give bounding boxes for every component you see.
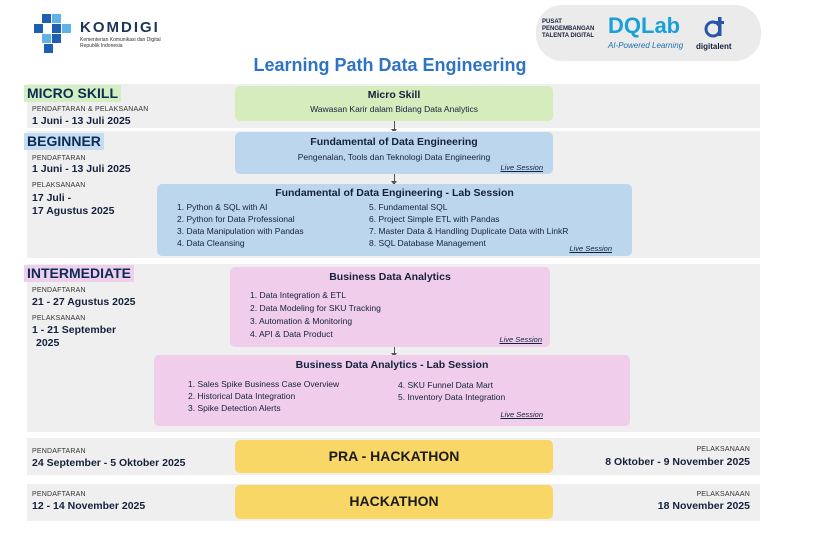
intermediate-exec-date-1: 1 - 21 September: [32, 324, 117, 336]
live-session-tag: Live Session: [500, 410, 543, 419]
flow-arrow: [391, 347, 397, 357]
live-session-tag: Live Session: [499, 335, 542, 344]
micro-reg-date: 1 Juni - 13 Juli 2025: [32, 115, 131, 127]
lab-item: 3. Data Manipulation with Pandas: [177, 226, 304, 236]
live-session-tag: Live Session: [500, 163, 543, 172]
business-lab-title: Business Data Analytics - Lab Session: [295, 359, 489, 371]
intermediate-exec-label: PELAKSANAAN: [32, 315, 86, 322]
brand-sub: Kementerian Komunikasi dan Digital Repub…: [80, 37, 161, 49]
hackathon-exec-date: 18 November 2025: [657, 500, 750, 512]
page-title: Learning Path Data Engineering: [253, 55, 527, 75]
module-item: 2. Data Modeling for SKU Tracking: [250, 303, 381, 313]
intermediate-reg-date: 21 - 27 Agustus 2025: [32, 296, 136, 308]
lab-item: 8. SQL Database Management: [369, 238, 486, 248]
lab-item: 2. Historical Data Integration: [188, 391, 296, 401]
brand-name: KOMDIGI: [80, 19, 160, 36]
intermediate-level-label: INTERMEDIATE: [24, 265, 134, 282]
pra-exec-date: 8 Oktober - 9 November 2025: [605, 456, 750, 468]
hackathon-title: HACKATHON: [349, 493, 439, 509]
micro-level-label: MICRO SKILL: [24, 85, 121, 102]
partner-logos: PUSAT PENGEMBANGAN TALENTA DIGITAL DQLab…: [536, 5, 761, 61]
micro-skill-box: Micro Skill Wawasan Karir dalam Bidang D…: [235, 86, 553, 121]
pra-reg-date: 24 September - 5 Oktober 2025: [32, 457, 186, 469]
pra-hackathon-title: PRA - HACKATHON: [328, 448, 460, 464]
beginner-reg-date: 1 Juni - 13 Juli 2025: [32, 163, 131, 175]
beginner-reg-label: PENDAFTARAN: [32, 155, 86, 162]
lab-item: 2. Python for Data Professional: [177, 214, 295, 224]
fundamental-sub: Pengenalan, Tools dan Teknologi Data Eng…: [297, 152, 491, 162]
komdigi-logo-icon: [34, 14, 71, 53]
digitalent-logo: digitalent: [696, 42, 732, 51]
business-analytics-box: Business Data Analytics 1. Data Integrat…: [230, 267, 550, 347]
flow-arrow: [391, 121, 397, 133]
digitalent-logo-icon: [704, 17, 724, 38]
module-item: 3. Automation & Monitoring: [250, 316, 353, 326]
lab-item: 5. Inventory Data Integration: [398, 392, 506, 402]
fundamental-title: Fundamental of Data Engineering: [310, 136, 478, 148]
micro-reg-label: PENDAFTARAN & PELAKSANAAN: [32, 106, 149, 113]
lab-item: 3. Spike Detection Alerts: [188, 403, 281, 413]
beginner-exec-label: PELAKSANAAN: [32, 182, 86, 189]
micro-skill-title: Micro Skill: [367, 89, 421, 101]
lab-item: 5. Fundamental SQL: [369, 202, 448, 212]
live-session-tag: Live Session: [569, 244, 612, 253]
intermediate-exec-date-2: 2025: [36, 337, 60, 349]
micro-skill-sub: Wawasan Karir dalam Bidang Data Analytic…: [310, 104, 478, 114]
lab-item: 1. Python & SQL with AI: [177, 202, 268, 212]
module-item: 4. API & Data Product: [250, 329, 333, 339]
lab-item: 7. Master Data & Handling Duplicate Data…: [369, 226, 569, 236]
beginner-level-label: BEGINNER: [24, 133, 104, 150]
lab-item: 6. Project Simple ETL with Pandas: [369, 214, 500, 224]
lab-item: 4. SKU Funnel Data Mart: [398, 380, 493, 390]
hackathon-box: HACKATHON: [235, 485, 553, 519]
business-analytics-title: Business Data Analytics: [329, 271, 451, 283]
hackathon-exec-label: PELAKSANAAN: [696, 491, 750, 498]
beginner-exec-date-1: 17 Juli -: [32, 192, 72, 204]
hackathon-reg-label: PENDAFTARAN: [32, 491, 86, 498]
business-lab-box: Business Data Analytics - Lab Session 1.…: [154, 355, 630, 426]
fundamental-lab-title: Fundamental of Data Engineering - Lab Se…: [275, 187, 514, 199]
module-item: 1. Data Integration & ETL: [250, 290, 346, 300]
dqlab-logo: DQLab: [608, 13, 681, 38]
fundamental-lab-box: Fundamental of Data Engineering - Lab Se…: [157, 184, 632, 256]
intermediate-reg-label: PENDAFTARAN: [32, 287, 86, 294]
fundamental-box: Fundamental of Data Engineering Pengenal…: [235, 132, 553, 174]
lab-item: 1. Sales Spike Business Case Overview: [188, 379, 340, 389]
pra-exec-label: PELAKSANAAN: [696, 446, 750, 453]
partner-talenta-logo: PUSAT PENGEMBANGAN TALENTA DIGITAL: [542, 19, 595, 39]
dqlab-tagline: AI-Powered Learning: [608, 41, 684, 50]
flow-arrow: [391, 174, 397, 185]
beginner-exec-date-2: 17 Agustus 2025: [32, 205, 115, 217]
komdigi-logo: KOMDIGI Kementerian Komunikasi dan Digit…: [32, 12, 177, 54]
pra-hackathon-box: PRA - HACKATHON: [235, 440, 553, 473]
pra-reg-label: PENDAFTARAN: [32, 448, 86, 455]
lab-item: 4. Data Cleansing: [177, 238, 245, 248]
hackathon-reg-date: 12 - 14 November 2025: [32, 500, 146, 512]
